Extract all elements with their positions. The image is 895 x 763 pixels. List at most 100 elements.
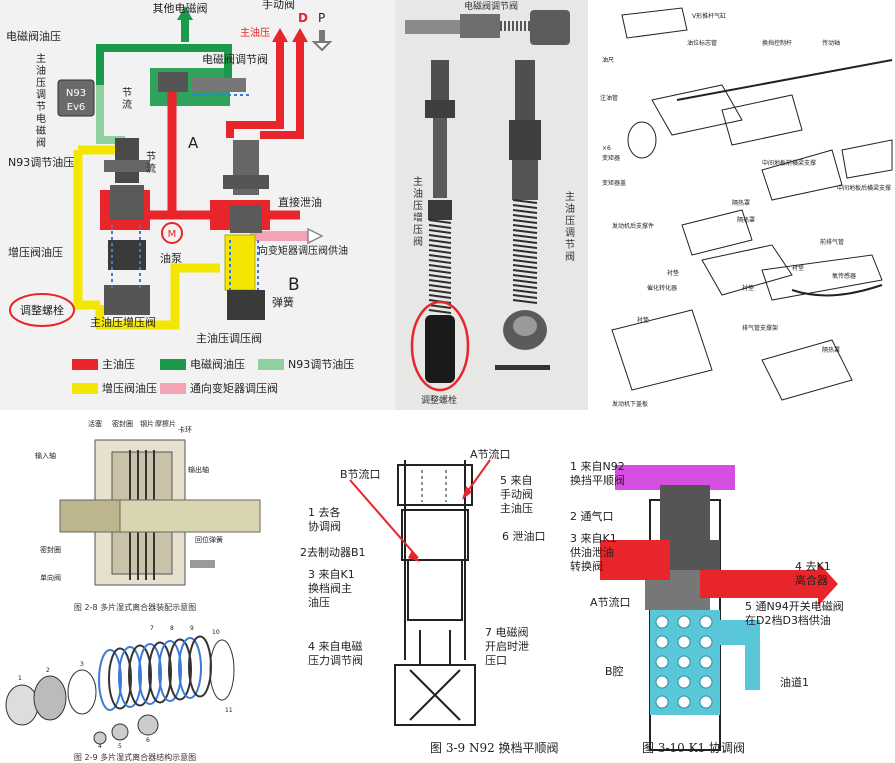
svg-text:A节流口: A节流口 — [590, 595, 631, 609]
svg-text:电磁阀调节阀: 电磁阀调节阀 — [464, 0, 518, 12]
svg-text:主油压调节阀: 主油压调节阀 — [565, 191, 575, 263]
part-label: 催化转化器 — [647, 284, 677, 292]
svg-text:5 来自手动阀主油压: 5 来自手动阀主油压 — [500, 474, 533, 515]
svg-text:弹簧: 弹簧 — [272, 295, 294, 309]
part-label: 隔热罩 — [732, 199, 750, 207]
svg-text:A节流口: A节流口 — [470, 447, 511, 461]
part-number: 4 — [98, 743, 102, 750]
adjust-bolt-callout — [9, 293, 75, 327]
bubble — [655, 615, 669, 629]
svg-text:7 电磁阀开启时泄压口: 7 电磁阀开启时泄压口 — [485, 625, 529, 667]
boost-valve-photo — [425, 60, 455, 220]
bubble — [677, 635, 691, 649]
legend-swatch — [258, 359, 284, 370]
svg-text:6 泄油口: 6 泄油口 — [502, 529, 546, 543]
part-number: 9 — [190, 625, 194, 632]
adjust-bolt-circle — [410, 300, 470, 392]
legend-label: N93调节油压 — [288, 357, 354, 371]
part-label: 油尺 — [602, 56, 614, 64]
svg-text:油泵: 油泵 — [160, 251, 182, 265]
hydraulic-schematic-panel: N93 Ev6 M 其他电磁阀 手动阀 主油压 D P 电磁阀油压 电磁阀调节阀… — [0, 0, 395, 410]
svg-text:主油压: 主油压 — [240, 26, 270, 39]
svg-text:增压阀油压: 增压阀油压 — [8, 245, 63, 259]
b-cavity-bubbles — [655, 615, 713, 709]
main-boost-valve — [104, 138, 150, 315]
clutch-plate — [138, 643, 162, 705]
bubble — [677, 695, 691, 709]
svg-text:图 2-8 多片湿式离合器装配示意图: 图 2-8 多片湿式离合器装配示意图 — [74, 602, 196, 612]
svg-text:N93调节油压: N93调节油压 — [8, 155, 74, 169]
svg-text:2去制动器B1: 2去制动器B1 — [300, 546, 366, 559]
legend-swatch — [160, 383, 186, 394]
svg-text:油道1: 油道1 — [780, 675, 809, 689]
part-number: 10 — [212, 629, 220, 636]
part-label: V形推杆气缸 — [692, 12, 726, 20]
clutch-plate — [158, 640, 182, 702]
svg-text:图 2-9 多片湿式离合器结构示意图: 图 2-9 多片湿式离合器结构示意图 — [74, 752, 196, 762]
part-label: 注油管 — [600, 94, 618, 102]
part-number: 1 — [18, 675, 22, 682]
bubble — [655, 695, 669, 709]
clutch-plate — [128, 644, 152, 707]
part-label: 发动机后支撑件 — [612, 222, 654, 230]
svg-text:直接泄油: 直接泄油 — [278, 195, 322, 209]
part-label: 中间地板前横梁支撑 — [762, 159, 816, 167]
clutch-part-label: 密封圈 — [112, 419, 133, 428]
legend-swatch — [72, 359, 98, 370]
svg-text:P: P — [318, 11, 325, 25]
part-number: 2 — [46, 667, 50, 674]
clutch-part-label: 输入轴 — [35, 451, 56, 460]
svg-text:主油压调压阀: 主油压调压阀 — [196, 331, 262, 345]
part-label: 衬垫 — [667, 269, 679, 277]
part-label: 衬垫 — [792, 264, 804, 272]
svg-text:手动阀: 手动阀 — [262, 0, 295, 11]
regulator-valve-photo — [509, 60, 541, 200]
svg-text:2 通气口: 2 通气口 — [570, 509, 614, 523]
svg-text:5 通N94开关电磁阀在D2档D3档供油: 5 通N94开关电磁阀在D2档D3档供油 — [745, 599, 844, 627]
bubble — [699, 675, 713, 689]
part-label: 氧传感器 — [832, 272, 856, 280]
svg-text:节流: 节流 — [122, 87, 132, 111]
spring-right — [512, 199, 538, 304]
svg-text:调整螺栓: 调整螺栓 — [421, 394, 457, 406]
part-number: 5 — [118, 743, 122, 750]
valve-photo-panel: 电磁阀调节阀 主油压增压阀 主油压调节阀 调整螺栓 — [395, 0, 588, 410]
clutch-labels: 活塞密封圈钢片摩擦片卡环输入轴输出轴密封圈回位弹簧单向阀 — [35, 419, 223, 582]
part-number: 8 — [170, 625, 174, 632]
svg-text:B: B — [288, 275, 300, 295]
clutch-part-label: 密封圈 — [40, 545, 61, 554]
bubble — [655, 635, 669, 649]
k1-caption: 图 3-10 K1 协调阀 — [642, 740, 745, 755]
svg-text:4 来自电磁压力调节阀: 4 来自电磁压力调节阀 — [308, 640, 363, 667]
legend-swatch — [160, 359, 186, 370]
clutch-part-label: 卡环 — [178, 425, 192, 434]
clutch-plate — [148, 641, 172, 704]
n92-valve-body — [394, 460, 476, 726]
clutch-assembly-panel: 活塞密封圈钢片摩擦片卡环输入轴输出轴密封圈回位弹簧单向阀 图 2-8 多片湿式离… — [0, 410, 270, 620]
part-label: 油位标志管 — [687, 39, 717, 47]
svg-text:电磁阀调节阀: 电磁阀调节阀 — [202, 52, 268, 66]
svg-text:主油压增压阀: 主油压增压阀 — [90, 315, 156, 329]
part-number: 6 — [146, 737, 150, 744]
exploded-labels: V形推杆气缸油位标志管换挡控制杆传动轴油尺注油管×6变矩器变矩器盖中间地板前横梁… — [600, 12, 891, 408]
bubble — [677, 675, 691, 689]
main-reg-solenoid-label: 主油压调节电磁阀 — [36, 53, 46, 149]
bubble — [655, 655, 669, 669]
part-label: 中间地板后横梁支撑 — [837, 184, 891, 192]
solenoid-regulator-photo — [405, 20, 460, 34]
bubble — [655, 675, 669, 689]
part-label: 衬垫 — [742, 284, 754, 292]
clutch-part-label: 摩擦片 — [155, 419, 176, 428]
bubble — [699, 635, 713, 649]
legend-swatch — [72, 383, 98, 394]
p-arrow — [311, 41, 333, 52]
clutch-plate — [178, 637, 202, 699]
